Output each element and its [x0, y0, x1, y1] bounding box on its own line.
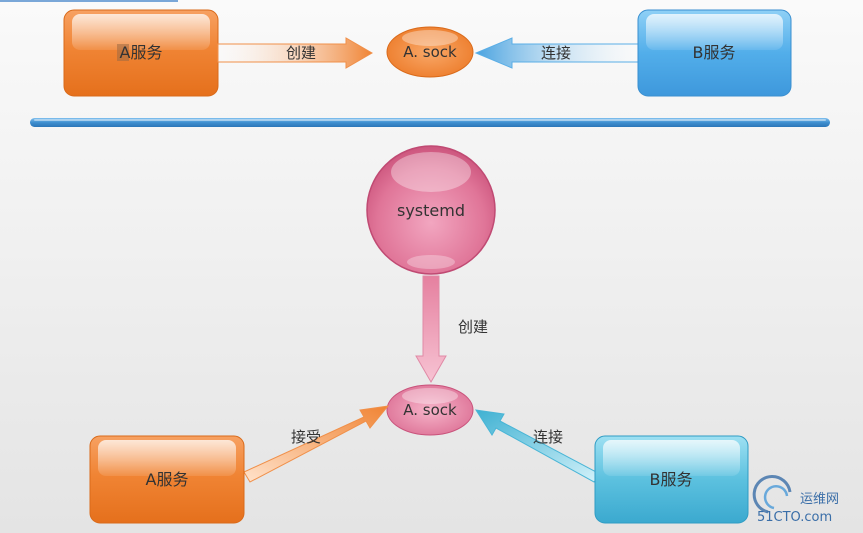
top-service-a-label: A服务 [120, 43, 163, 62]
watermark: 运维网 51CTO.com [752, 475, 839, 525]
top-left-accent-line [0, 0, 178, 2]
watermark-line2: 51CTO.com [757, 510, 832, 525]
bottom-service-a-label: A服务 [146, 470, 189, 489]
bottom-connect-arrow: 连接 [474, 409, 601, 483]
text-cursor-highlight [117, 44, 129, 61]
systemd-create-label: 创建 [458, 318, 488, 336]
accept-arrow: 接受 [243, 405, 390, 483]
top-service-b-label: B服务 [693, 43, 736, 62]
bottom-service-b-label: B服务 [650, 470, 693, 489]
top-connect-label: 连接 [541, 44, 571, 62]
section-divider [30, 118, 830, 127]
bottom-service-b-box: B服务 [594, 435, 749, 524]
watermark-swirl-icon [752, 475, 792, 514]
top-connect-arrow: 连接 [474, 37, 641, 69]
top-create-arrow: 创建 [217, 37, 374, 69]
bottom-connect-label: 连接 [533, 428, 563, 446]
systemd-create-arrow: 创建 [415, 275, 488, 384]
bottom-service-a-box: A服务 [89, 435, 245, 524]
systemd-label: systemd [397, 201, 465, 220]
top-socket-label: A. sock [403, 43, 457, 61]
top-socket-node: A. sock [386, 26, 474, 78]
bottom-socket-label: A. sock [403, 401, 457, 419]
systemd-sphere: systemd [366, 145, 496, 275]
top-service-b-box: B服务 [637, 9, 792, 97]
watermark-line1: 运维网 [800, 492, 839, 507]
top-service-a-box: A服务 [63, 9, 219, 97]
bottom-socket-node: A. sock [386, 384, 474, 436]
accept-label: 接受 [291, 428, 321, 446]
top-create-label: 创建 [286, 44, 316, 62]
